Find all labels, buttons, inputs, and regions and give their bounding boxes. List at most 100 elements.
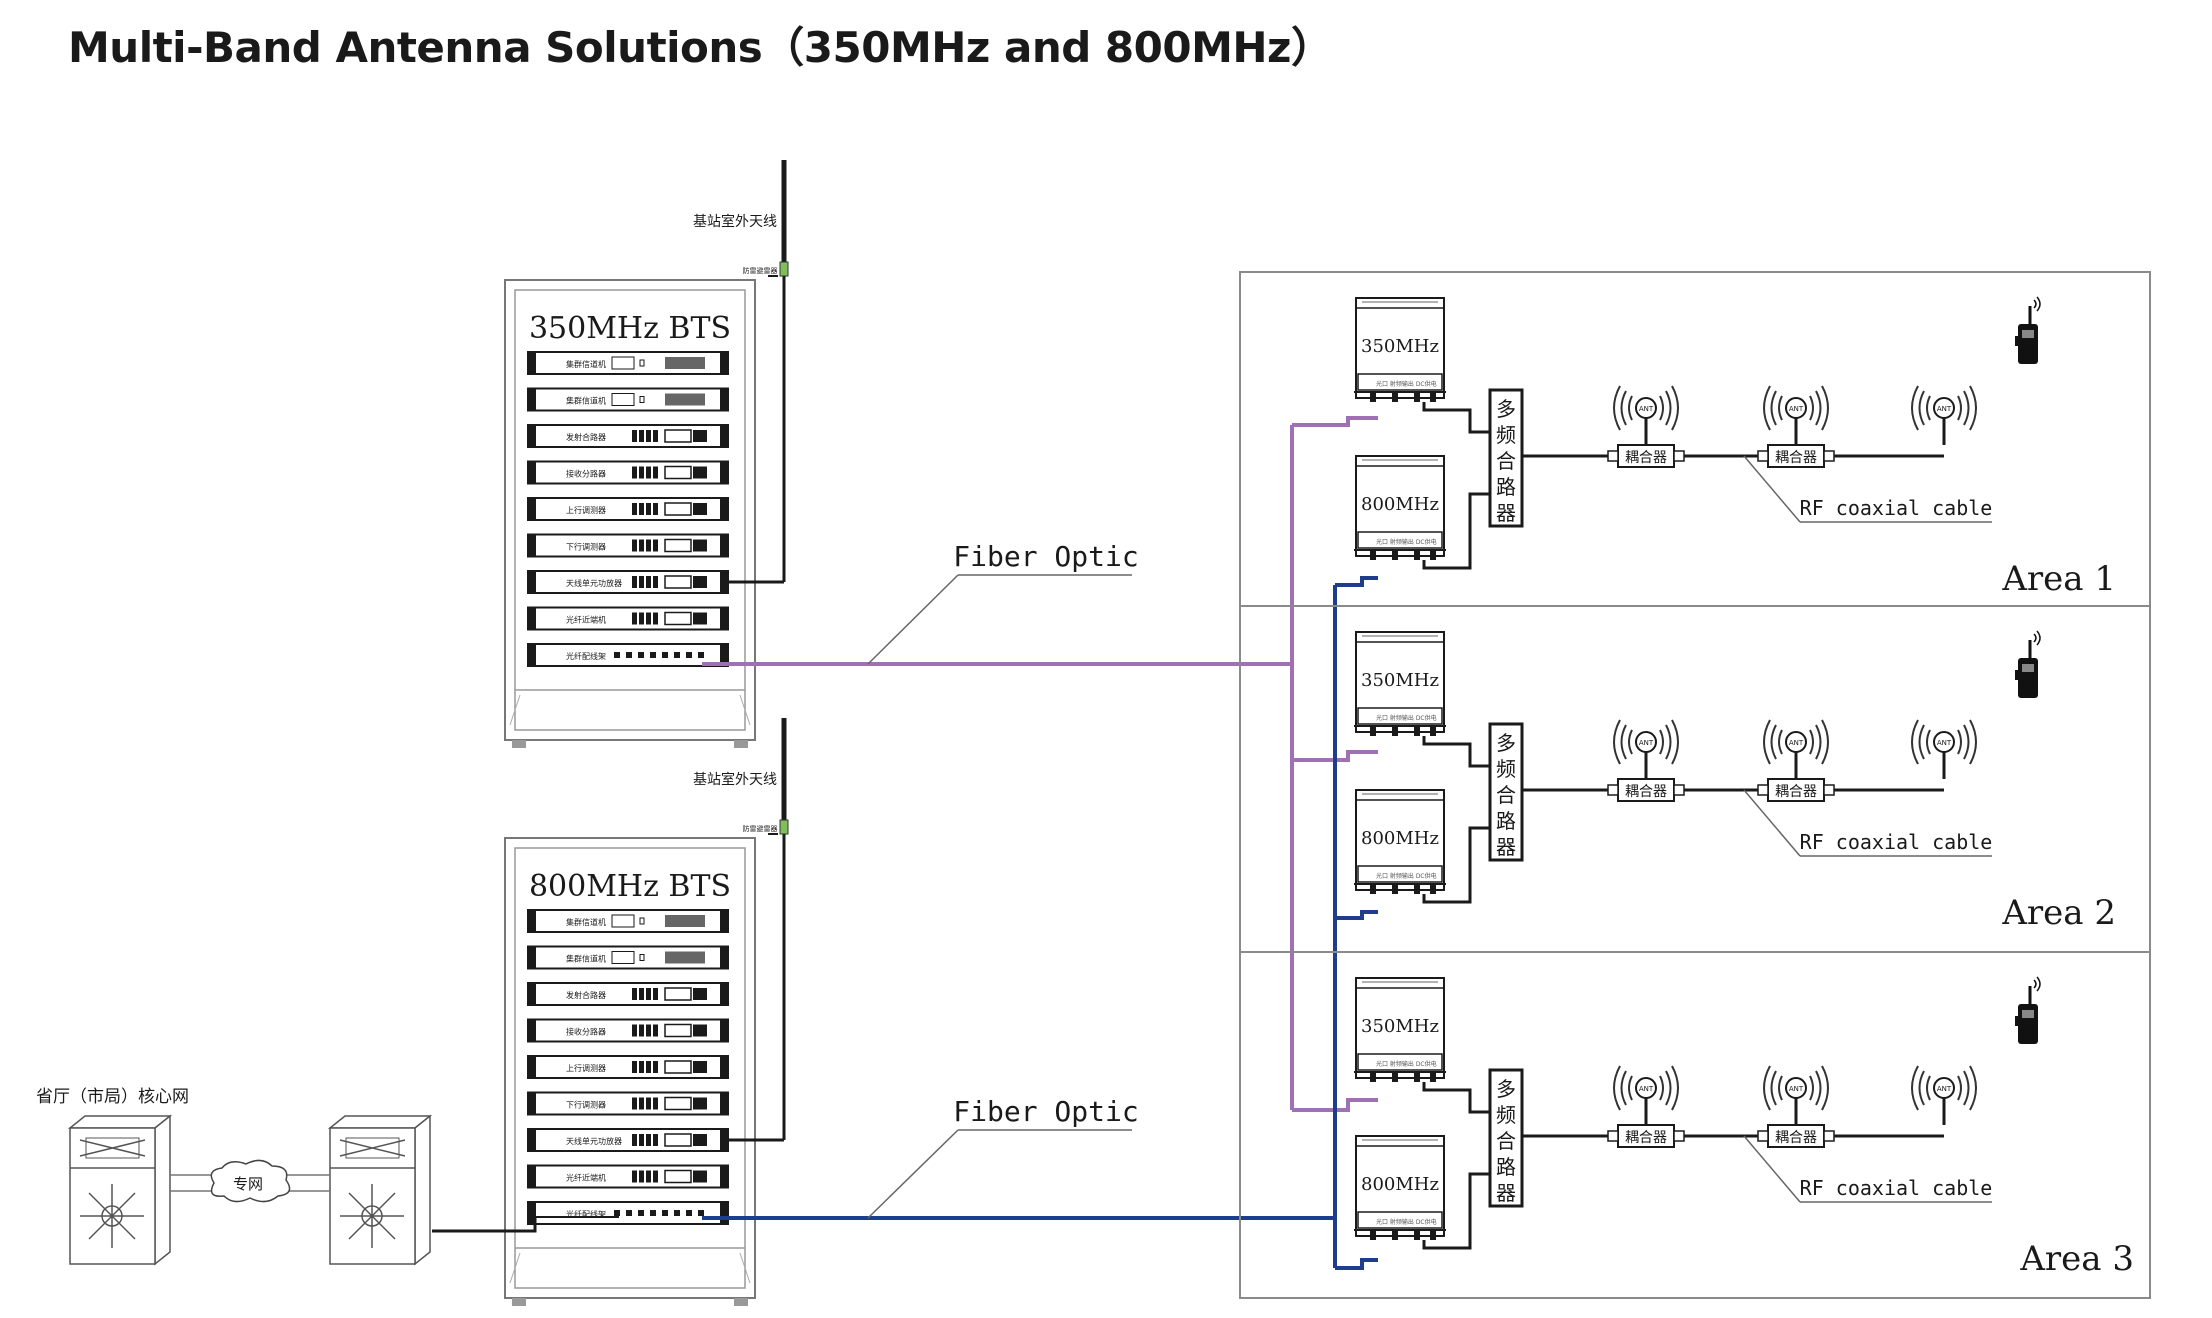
handheld-radio-icon bbox=[2013, 975, 2042, 1046]
coupler: 耦合器 bbox=[1757, 1124, 1835, 1148]
rack-350mhz-units: 集群信道机集群信道机发射合路器接收分路器上行调测器下行调测器天线单元功放器光纤近… bbox=[527, 351, 729, 667]
handheld-radio-icon bbox=[2013, 295, 2042, 366]
rack-unit-label: 发射合路器 bbox=[566, 432, 606, 442]
outdoor-antenna-label-350: 基站室外天线 bbox=[693, 213, 777, 230]
core-switch-left bbox=[67, 1114, 173, 1266]
combiner-char: 合 bbox=[1496, 1129, 1516, 1153]
indoor-antenna-icon: ANT bbox=[1612, 718, 1680, 779]
rack-unit-label: 集群信道机 bbox=[566, 917, 606, 927]
remote-unit: 800MHz bbox=[1353, 789, 1447, 895]
rack-800mhz-units: 集群信道机集群信道机发射合路器接收分路器上行调测器下行调测器天线单元功放器光纤近… bbox=[527, 909, 729, 1225]
ant-label: ANT bbox=[1639, 739, 1654, 747]
rack-unit: 上行调测器 bbox=[527, 1055, 729, 1079]
coupler-label: 耦合器 bbox=[1775, 1130, 1817, 1146]
surge-protector-label-800: 防雷避雷器 bbox=[743, 824, 778, 833]
rf-cable-label: RF coaxial cable bbox=[1743, 1135, 1993, 1203]
rack-unit: 集群信道机 bbox=[527, 351, 729, 375]
rack-unit: 接收分路器 bbox=[527, 1018, 729, 1043]
ant-label: ANT bbox=[1937, 405, 1952, 413]
combiner-char: 频 bbox=[1496, 1103, 1516, 1127]
rf-cable-text: RF coaxial cable bbox=[1800, 1176, 1993, 1200]
fiber-350-links bbox=[702, 416, 1378, 1112]
ant-label: ANT bbox=[1789, 739, 1804, 747]
indoor-antenna-icon: ANT bbox=[1762, 718, 1830, 779]
combiner-char: 器 bbox=[1496, 501, 1516, 525]
indoor-antenna-icon: ANT bbox=[1910, 1064, 1978, 1125]
indoor-antenna-icon: ANT bbox=[1910, 384, 1978, 445]
indoor-antenna-icon: ANT bbox=[1762, 384, 1830, 445]
core-network: 省厅（市局）核心网 专网 bbox=[36, 1087, 619, 1266]
rack-unit: 光纤配线架 bbox=[527, 643, 729, 667]
rack-unit: 集群信道机 bbox=[527, 387, 729, 412]
rack-unit: 光纤配线架 bbox=[527, 1201, 729, 1225]
fiber-label-800: Fiber Optic bbox=[867, 1095, 1139, 1219]
combiner-char: 多 bbox=[1496, 1077, 1516, 1101]
core-switch-right bbox=[327, 1114, 433, 1266]
rack-unit: 接收分路器 bbox=[527, 460, 729, 485]
coupler-label: 耦合器 bbox=[1625, 784, 1667, 800]
indoor-antenna-icon: ANT bbox=[1910, 718, 1978, 779]
fiber-label-350: Fiber Optic bbox=[867, 540, 1139, 665]
coupler-label: 耦合器 bbox=[1775, 784, 1817, 800]
rack-unit-label: 天线单元功放器 bbox=[566, 578, 622, 588]
rack-unit: 集群信道机 bbox=[527, 945, 729, 970]
ant-label: ANT bbox=[1789, 1085, 1804, 1093]
indoor-antenna-icon: ANT bbox=[1762, 1064, 1830, 1125]
private-network-label: 专网 bbox=[233, 1175, 263, 1193]
rack-unit: 光纤近端机 bbox=[527, 1164, 729, 1189]
rack-unit-label: 集群信道机 bbox=[566, 359, 606, 369]
ant-label: ANT bbox=[1639, 405, 1654, 413]
ant-label: ANT bbox=[1937, 739, 1952, 747]
coupler: 耦合器 bbox=[1607, 778, 1685, 802]
combiner-char: 路 bbox=[1496, 1155, 1516, 1179]
remote-unit: 800MHz bbox=[1353, 1135, 1447, 1241]
remote-unit-label: 350MHz bbox=[1361, 1016, 1439, 1037]
coupler: 耦合器 bbox=[1607, 444, 1685, 468]
rack-unit-label: 集群信道机 bbox=[566, 954, 606, 964]
surge-protector-label-350: 防雷避雷器 bbox=[743, 266, 778, 275]
coupler-label: 耦合器 bbox=[1625, 450, 1667, 466]
rack-unit-label: 光纤近端机 bbox=[566, 615, 606, 625]
rack-unit-label: 发射合路器 bbox=[566, 990, 606, 1000]
fiber-optic-label-800: Fiber Optic bbox=[953, 1095, 1138, 1128]
area-label: Area 3 bbox=[2019, 1239, 2134, 1279]
fiber-optic-label-350: Fiber Optic bbox=[953, 540, 1138, 573]
rack-unit: 上行调测器 bbox=[527, 497, 729, 521]
rack-unit: 光纤近端机 bbox=[527, 606, 729, 631]
rack-unit: 天线单元功放器 bbox=[527, 570, 729, 594]
outdoor-antenna-800: 基站室外天线 防雷避雷器 bbox=[693, 718, 789, 1142]
rack-unit-label: 光纤配线架 bbox=[566, 1209, 606, 1219]
ant-label: ANT bbox=[1789, 405, 1804, 413]
combiner-char: 多 bbox=[1496, 397, 1516, 421]
ant-label: ANT bbox=[1639, 1085, 1654, 1093]
rack-800mhz-label: 800MHz BTS bbox=[529, 869, 731, 904]
combiner-char: 路 bbox=[1496, 809, 1516, 833]
remote-unit: 350MHz bbox=[1353, 977, 1447, 1083]
coupler-label: 耦合器 bbox=[1625, 1130, 1667, 1146]
outdoor-antenna-label-800: 基站室外天线 bbox=[693, 771, 777, 788]
combiner-char: 器 bbox=[1496, 835, 1516, 859]
rf-cable-text: RF coaxial cable bbox=[1800, 830, 1993, 854]
rack-unit: 发射合路器 bbox=[527, 982, 729, 1006]
rack-unit: 集群信道机 bbox=[527, 909, 729, 933]
coupler: 耦合器 bbox=[1757, 778, 1835, 802]
rack-unit-label: 光纤配线架 bbox=[566, 651, 606, 661]
rack-unit-label: 下行调测器 bbox=[566, 1100, 606, 1110]
area-label: Area 1 bbox=[2001, 559, 2116, 599]
page-title: Multi-Band Antenna Solutions（350MHz and … bbox=[68, 23, 1333, 72]
combiner-char: 器 bbox=[1496, 1181, 1516, 1205]
remote-unit-label: 800MHz bbox=[1361, 1174, 1439, 1195]
rf-cable-text: RF coaxial cable bbox=[1800, 496, 1993, 520]
combiner-char: 频 bbox=[1496, 423, 1516, 447]
remote-unit-label: 800MHz bbox=[1361, 828, 1439, 849]
core-network-label: 省厅（市局）核心网 bbox=[36, 1087, 189, 1107]
rack-unit-label: 上行调测器 bbox=[566, 505, 606, 515]
rack-unit-label: 接收分路器 bbox=[566, 469, 606, 479]
rf-cable-label: RF coaxial cable bbox=[1743, 789, 1993, 857]
rack-350mhz-label: 350MHz BTS bbox=[529, 311, 731, 346]
